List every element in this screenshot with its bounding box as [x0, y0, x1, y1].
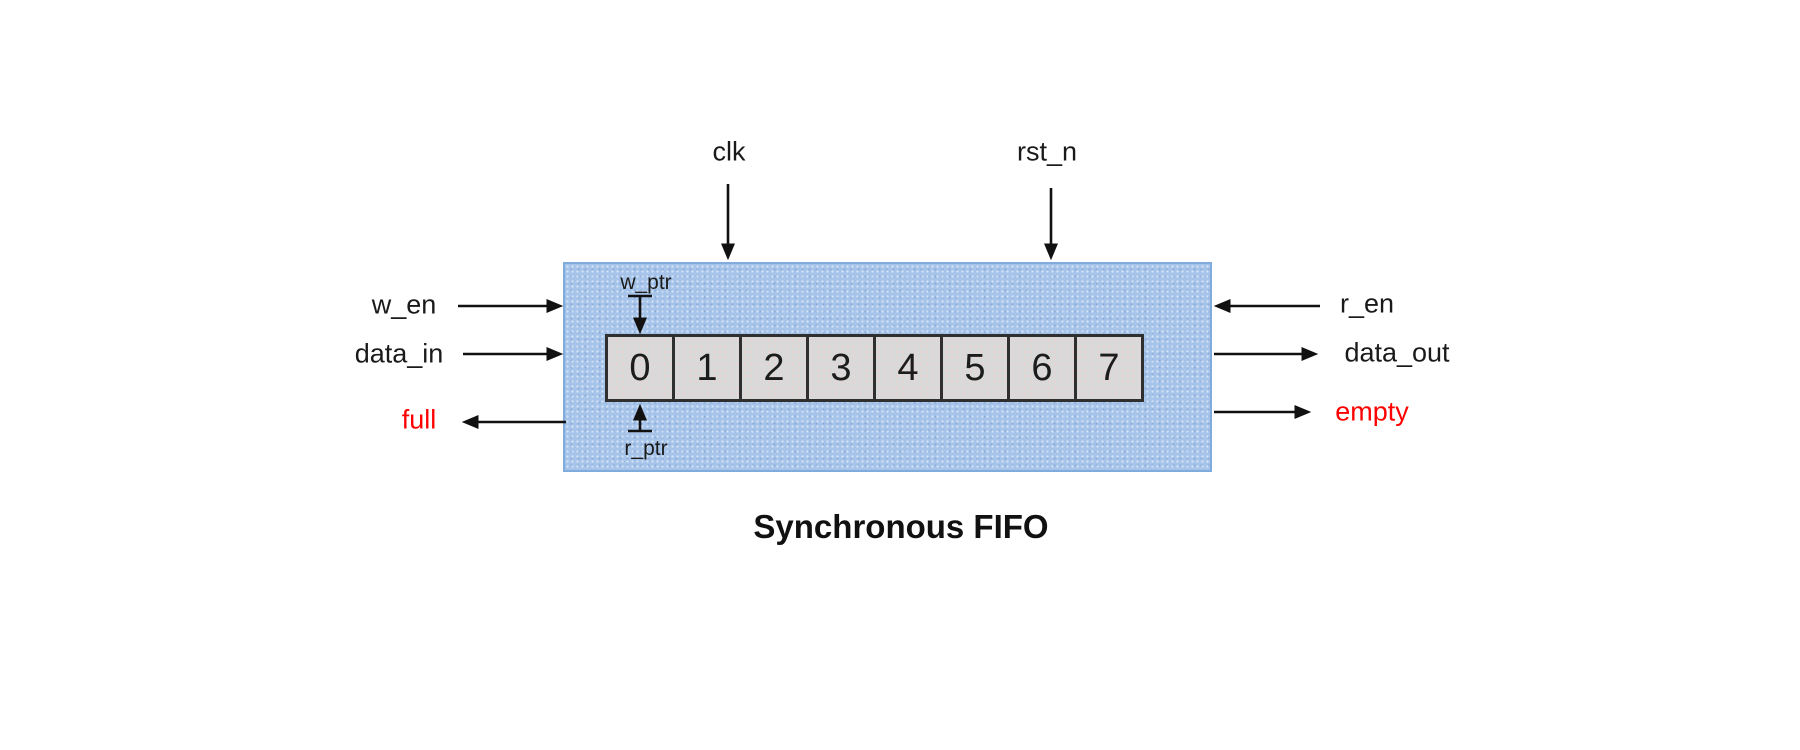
fifo-cell: 2	[739, 334, 809, 402]
fifo-cell-row: 0 1 2 3 4 5 6 7	[605, 334, 1144, 402]
port-label-data-out: data_out	[1344, 337, 1450, 368]
cell-index: 3	[830, 346, 852, 389]
cell-index: 2	[763, 346, 785, 389]
cell-index: 6	[1031, 346, 1053, 389]
port-label-r-en: r_en	[1339, 288, 1395, 319]
port-label-rst-n: rst_n	[1016, 136, 1078, 167]
port-label-w-en: w_en	[371, 289, 437, 320]
cell-index: 4	[897, 346, 919, 389]
cell-index: 0	[629, 346, 651, 389]
r-ptr-label: r_ptr	[624, 437, 668, 460]
cell-index: 5	[964, 346, 986, 389]
w-ptr-label: w_ptr	[620, 271, 672, 294]
diagram-title: Synchronous FIFO	[753, 508, 1049, 545]
fifo-cell: 6	[1007, 334, 1077, 402]
fifo-cell: 7	[1074, 334, 1144, 402]
port-label-clk: clk	[712, 136, 746, 167]
cell-index: 7	[1098, 346, 1120, 389]
fifo-cell: 3	[806, 334, 876, 402]
fifo-cell: 0	[605, 334, 675, 402]
port-label-empty: empty	[1335, 396, 1409, 427]
port-label-data-in: data_in	[354, 338, 444, 369]
fifo-cell: 5	[940, 334, 1010, 402]
fifo-cell: 4	[873, 334, 943, 402]
fifo-cell: 1	[672, 334, 742, 402]
port-label-full: full	[401, 404, 437, 435]
cell-index: 1	[696, 346, 718, 389]
